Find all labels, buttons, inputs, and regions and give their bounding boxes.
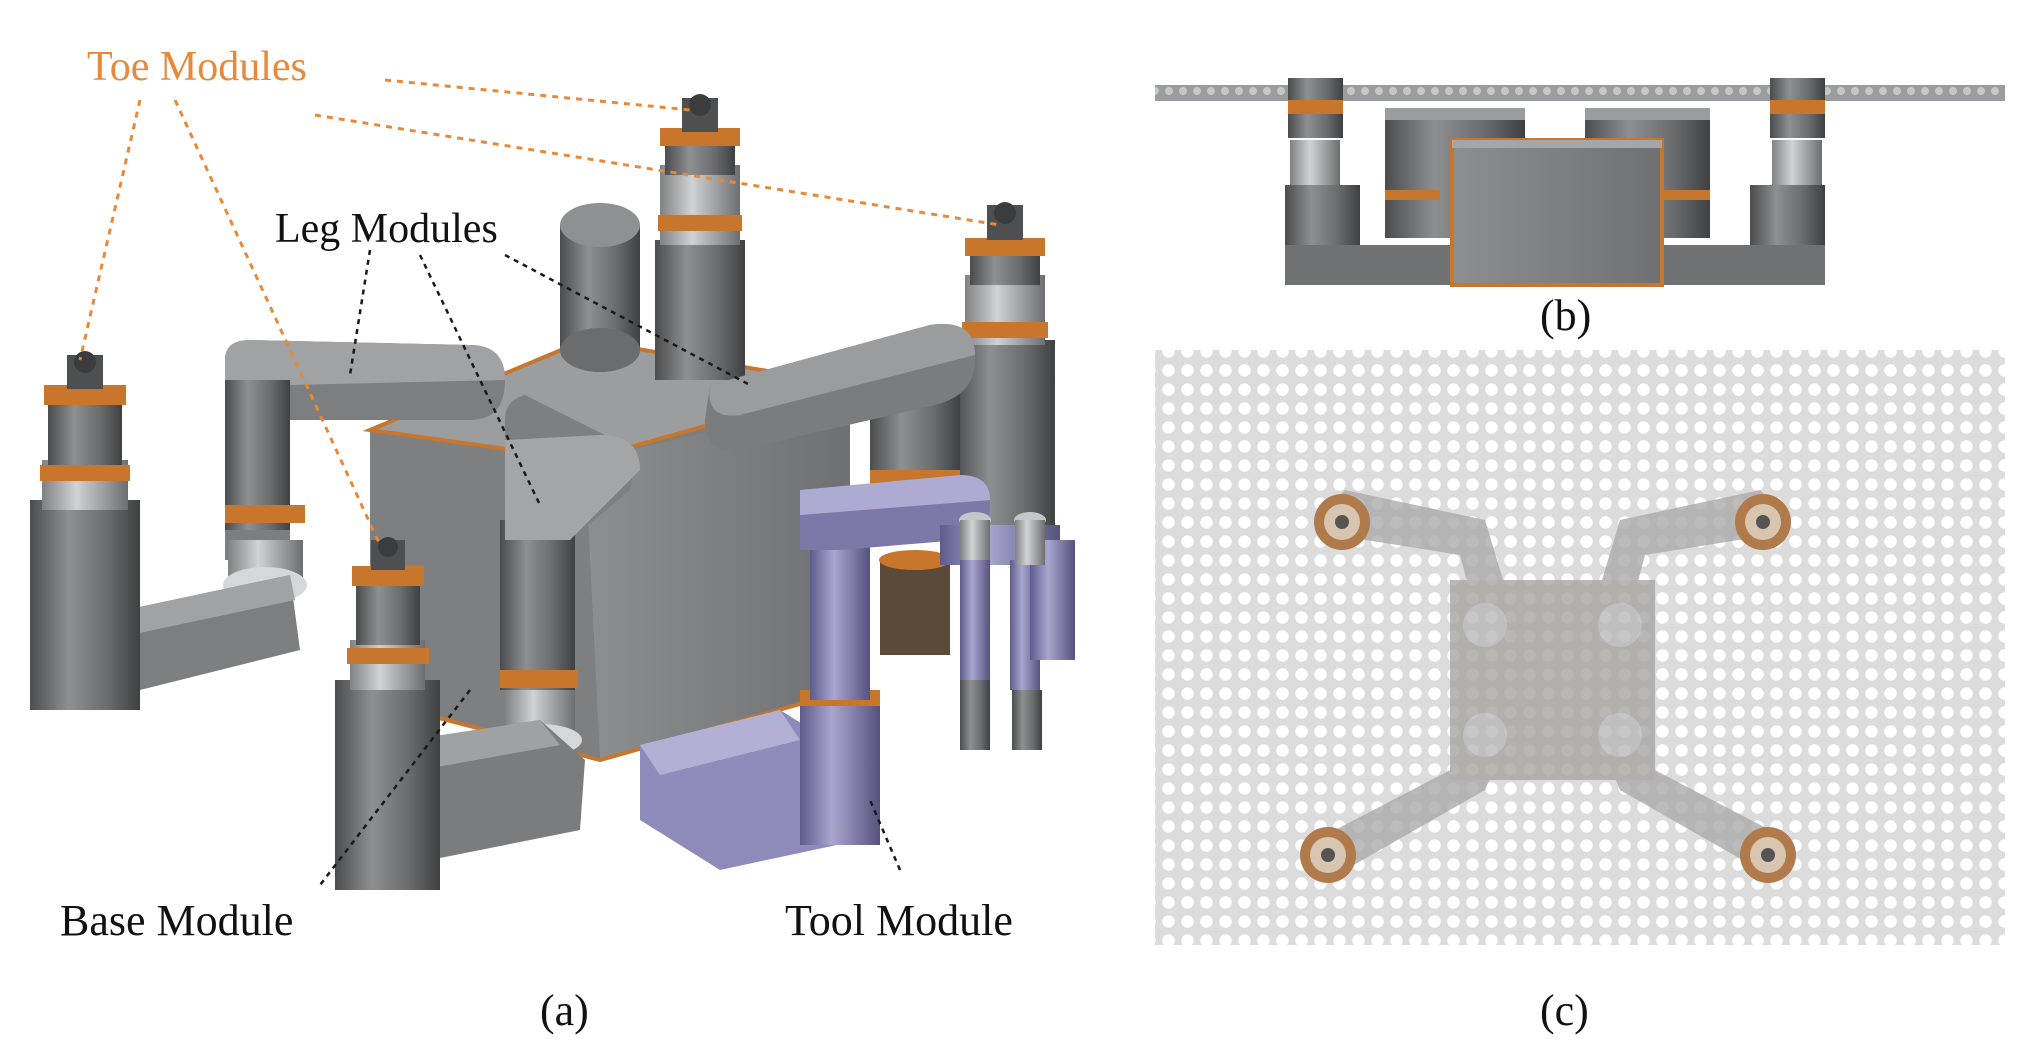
leg-module-back [560, 203, 640, 372]
toe-module-bottom [335, 537, 440, 890]
toe-pad-top-right [1735, 494, 1791, 550]
toe-pad-bottom-left [1300, 827, 1356, 883]
side-view-robot [1285, 78, 1825, 287]
leg-module-front-arm [410, 720, 585, 860]
top-view-robot [1330, 490, 1775, 870]
panel-c: (c) [1155, 350, 2005, 1035]
toe-pad-top-left [1314, 494, 1370, 550]
toe-module-top [655, 94, 745, 380]
black-callout-lines [319, 249, 902, 886]
toe-pad-bottom-right [1740, 827, 1796, 883]
toe-module-left [30, 351, 140, 710]
ceiling-rail [1155, 85, 2005, 101]
toe-callout-lines [78, 78, 1001, 546]
caption-c: (c) [1540, 986, 1589, 1035]
caption-b: (b) [1540, 291, 1591, 340]
caption-a: (a) [540, 986, 589, 1035]
tool-module [640, 475, 1075, 870]
leg-modules-label: Leg Modules [275, 206, 498, 252]
panel-a: Toe Modules Leg Modules Base Module Tool… [30, 44, 1075, 1035]
leg-module-front [498, 395, 640, 756]
tool-module-label: Tool Module [785, 896, 1013, 945]
leg-module-far-left-arm [125, 575, 300, 690]
toe-modules-label: Toe Modules [87, 44, 307, 90]
base-module-label: Base Module [60, 896, 293, 945]
panel-b: (b) [1155, 78, 2005, 340]
